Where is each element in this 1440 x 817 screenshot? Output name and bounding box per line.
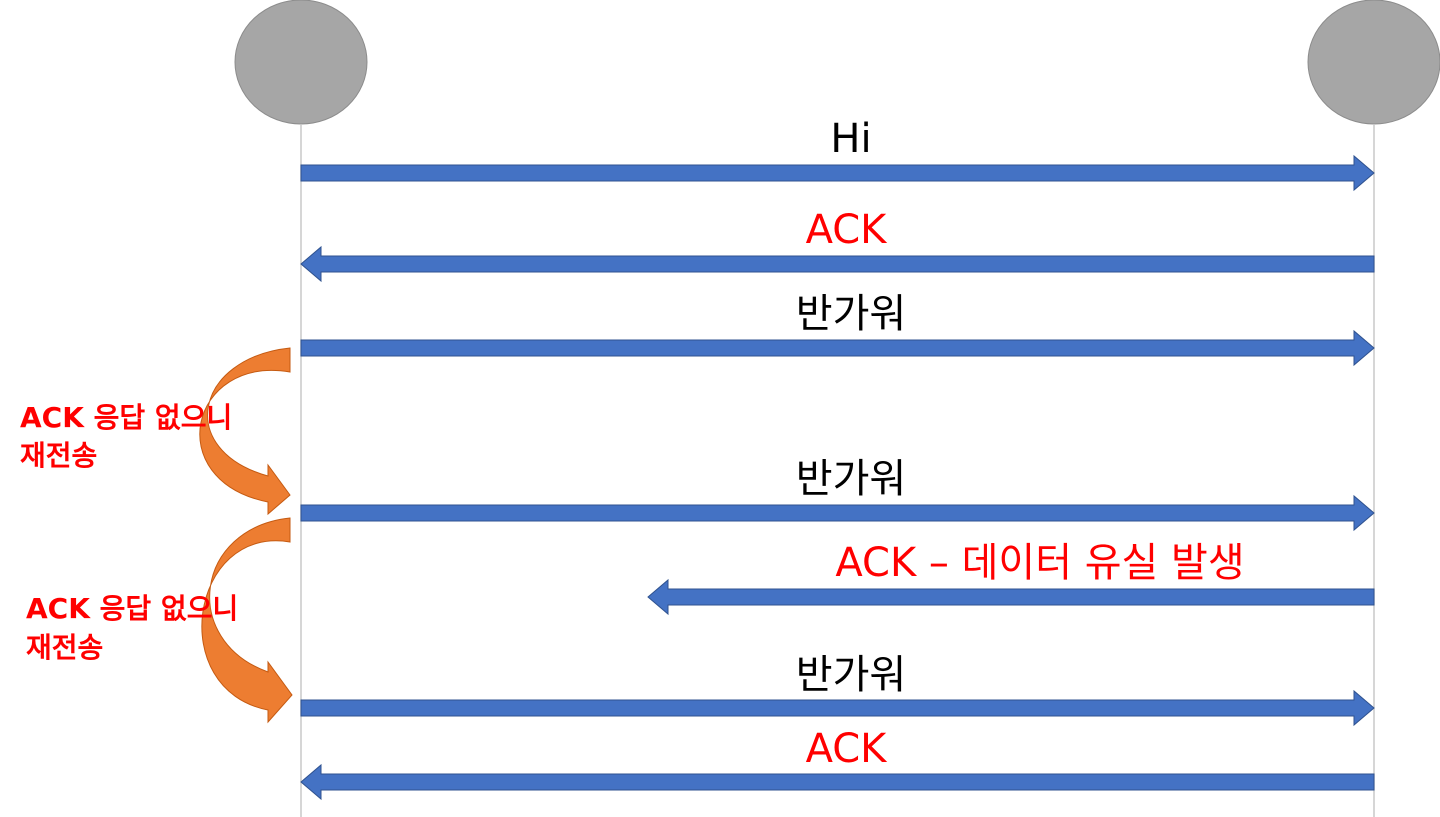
message-arrow-3 xyxy=(300,329,1375,367)
message-arrow-1 xyxy=(300,154,1375,192)
message-label-1: Hi xyxy=(830,116,871,162)
message-label-6: 반가워 xyxy=(796,652,906,698)
retransmit-note-2-line1: ACK 응답 없으니 xyxy=(26,592,238,625)
message-label-4: 반가워 xyxy=(796,456,906,502)
message-arrow-7 xyxy=(300,763,1375,801)
message-label-7: ACK xyxy=(806,726,889,772)
retransmit-note-2-line2: 재전송 xyxy=(26,631,103,664)
retry-arrow-2 xyxy=(201,517,293,724)
message-arrow-2 xyxy=(300,245,1375,283)
message-label-2: ACK xyxy=(806,207,889,253)
message-arrow-5 xyxy=(647,578,1375,616)
message-arrow-4 xyxy=(300,494,1375,532)
message-arrows xyxy=(300,154,1375,801)
retry-arrow-1 xyxy=(199,347,291,516)
message-label-3: 반가워 xyxy=(796,291,906,337)
receiver-node xyxy=(1307,0,1440,125)
sender-node xyxy=(234,0,368,125)
retransmit-note-1-line2: 재전송 xyxy=(20,439,97,472)
message-label-5: ACK – 데이터 유실 발생 xyxy=(835,540,1244,586)
message-arrow-6 xyxy=(300,689,1375,727)
retransmit-note-1-line1: ACK 응답 없으니 xyxy=(20,401,232,434)
